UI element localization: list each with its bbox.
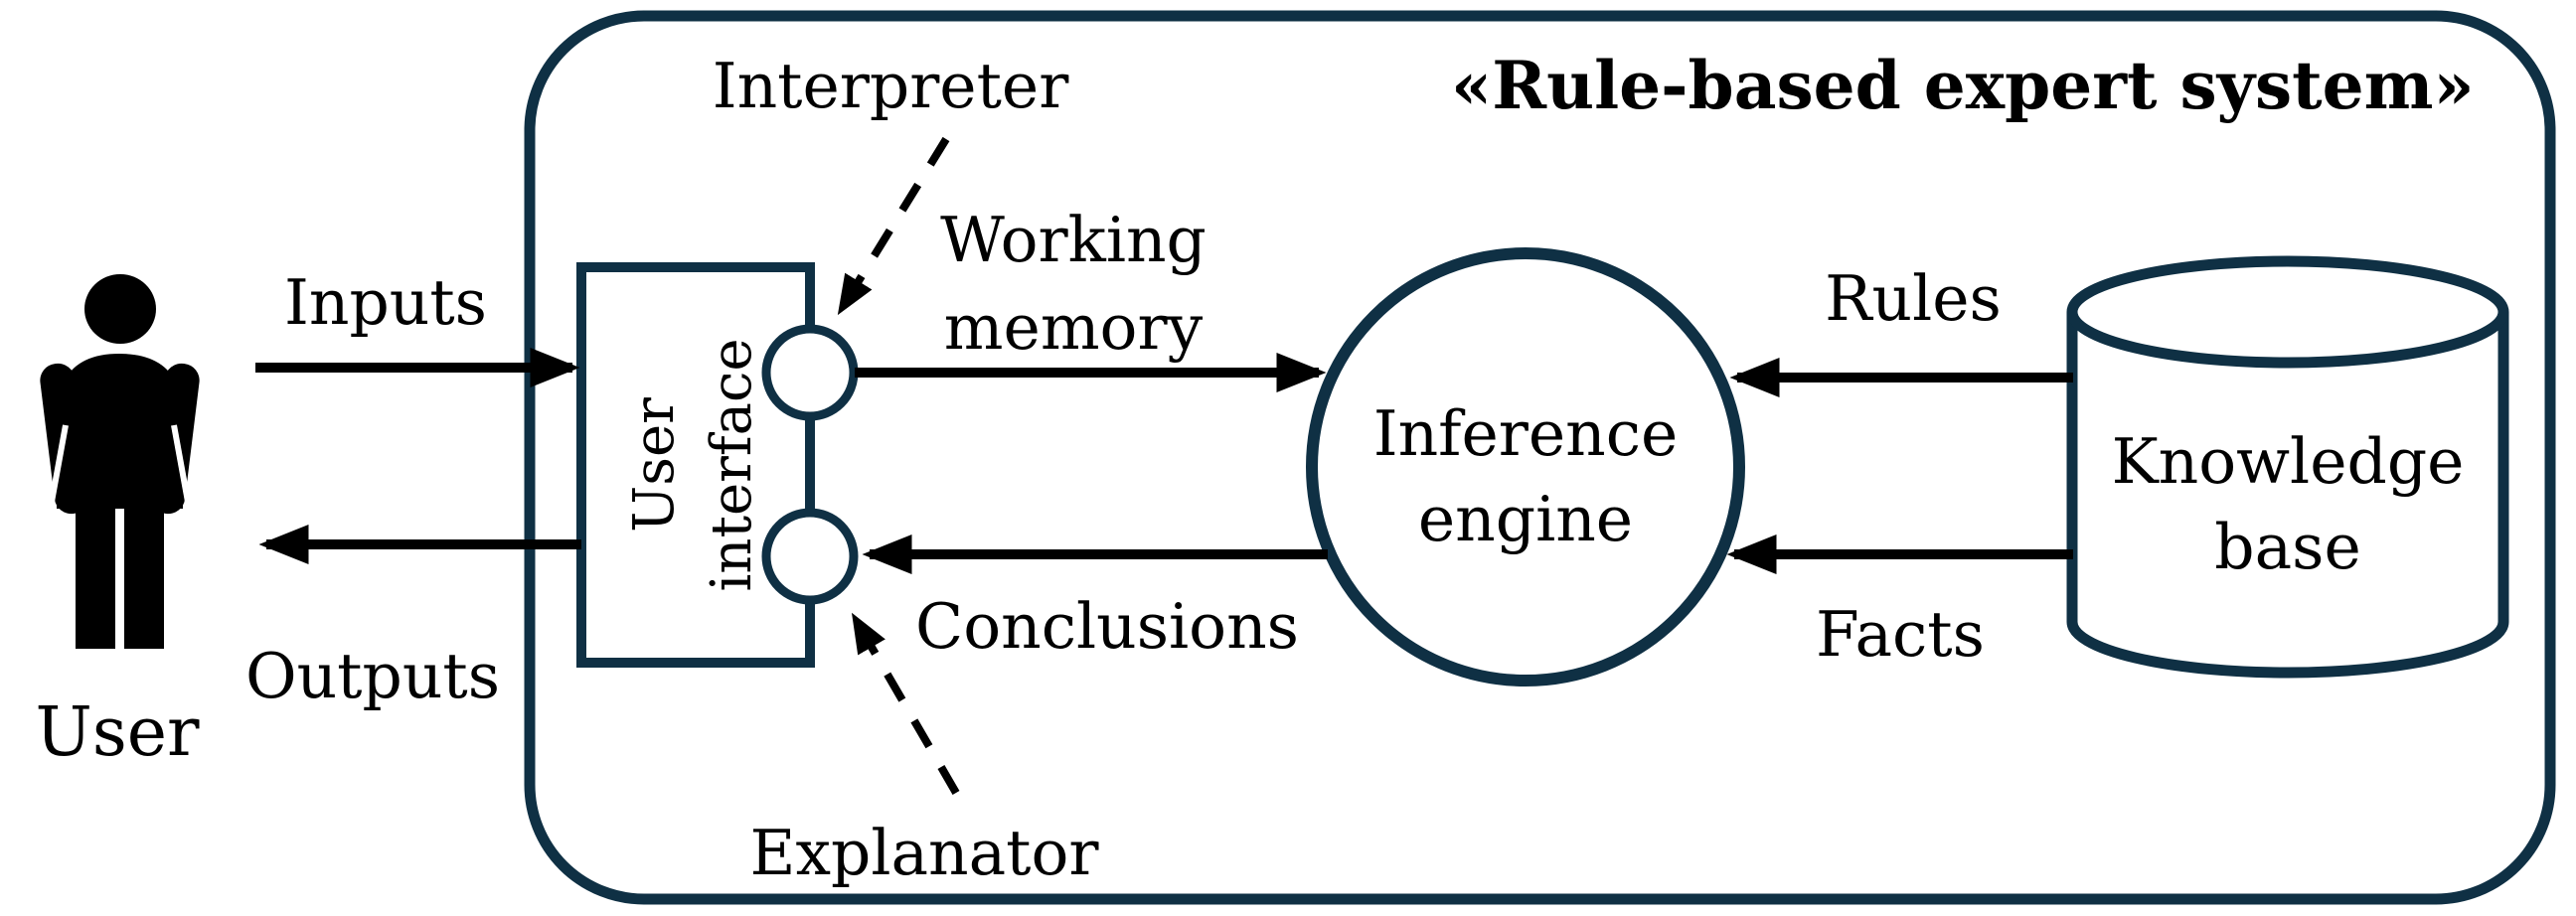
knowledge-base-line1: Knowledge xyxy=(2111,425,2465,498)
user-label: User xyxy=(35,693,200,772)
rules-label: Rules xyxy=(1825,262,2002,335)
interpreter-port-circle xyxy=(761,324,859,421)
explanator-dashed-arrow xyxy=(851,612,960,796)
user-person-icon xyxy=(40,274,200,649)
inference-engine-line1: Inference xyxy=(1372,397,1679,470)
working-memory-line2: memory xyxy=(943,291,1204,364)
interpreter-dashed-arrow xyxy=(837,136,950,316)
inference-engine-line2: engine xyxy=(1417,483,1634,555)
working-memory-label: Working memory xyxy=(875,197,1272,372)
person-left-leg xyxy=(76,452,115,649)
outputs-label: Outputs xyxy=(244,640,501,712)
inference-engine-label: Inference engine xyxy=(1327,391,1724,562)
knowledge-base-label: Knowledge base xyxy=(2089,419,2487,590)
explanator-label: Explanator xyxy=(749,817,1099,889)
user-interface-line1: User xyxy=(622,397,687,533)
explanator-port-circle xyxy=(761,508,859,605)
knowledge-base-cylinder-body xyxy=(2066,312,2509,679)
diagram-title: «Rule-based expert system» xyxy=(1451,47,2475,124)
user-interface-label: User interface xyxy=(616,286,775,644)
facts-label: Facts xyxy=(1816,598,1985,671)
person-right-leg xyxy=(124,452,164,649)
inputs-label: Inputs xyxy=(283,266,487,339)
person-head xyxy=(84,274,156,344)
user-interface-box xyxy=(576,262,815,668)
working-memory-line1: Working xyxy=(940,204,1207,276)
person-left-arm-gap xyxy=(49,424,69,503)
interpreter-label: Interpreter xyxy=(712,50,1069,122)
knowledge-base-cylinder-top xyxy=(2066,255,2509,369)
user-interface-line2: interface xyxy=(700,338,764,592)
knowledge-base-line2: base xyxy=(2214,511,2361,583)
person-right-arm-gap xyxy=(171,424,191,503)
inference-engine-circle xyxy=(1306,247,1745,687)
conclusions-label: Conclusions xyxy=(914,590,1300,663)
